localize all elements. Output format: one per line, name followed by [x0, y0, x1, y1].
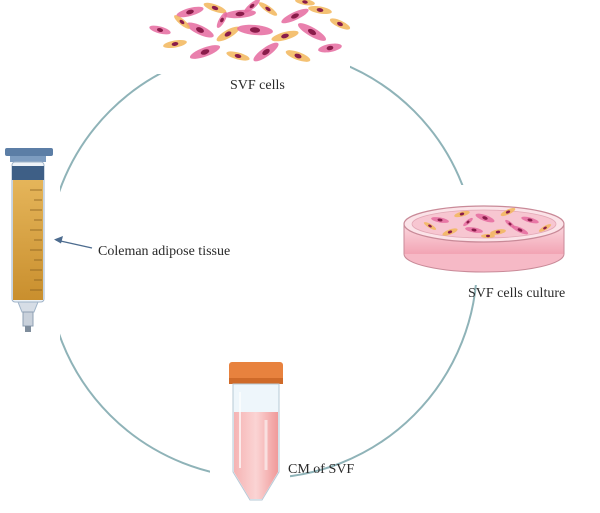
cell-shape — [318, 43, 342, 53]
cell-shape — [226, 51, 250, 61]
cell-shape — [511, 225, 529, 235]
conical-tube-icon — [229, 362, 283, 501]
label-coleman-adipose-tissue: Coleman adipose tissue — [98, 244, 231, 259]
cell-shape — [297, 23, 327, 41]
cell-shape — [454, 210, 470, 218]
cell-shape — [253, 42, 279, 62]
cell-shape — [271, 30, 299, 42]
cell-shape — [329, 18, 351, 30]
cell-shape — [465, 227, 483, 233]
cell-shape — [505, 219, 515, 229]
cell-shape — [423, 222, 437, 230]
cell-shape — [149, 25, 171, 35]
syringe-icon — [5, 148, 53, 332]
cell-shape — [203, 2, 227, 14]
svf-cells-illustration — [149, 0, 351, 62]
cell-shape — [431, 217, 449, 223]
cell-shape — [442, 228, 458, 236]
cell-shape — [295, 0, 315, 6]
petri-dish-icon — [403, 205, 565, 273]
cell-shape — [285, 50, 311, 62]
cell-shape — [163, 39, 187, 49]
cell-shape — [244, 0, 260, 13]
cell-shape — [463, 217, 473, 227]
label-svf-cells: SVF cells — [230, 78, 285, 93]
arrow-icon — [54, 236, 93, 249]
cell-shape — [475, 213, 495, 223]
cell-shape — [174, 15, 190, 29]
cell-shape — [237, 24, 273, 36]
cell-shape — [521, 216, 539, 224]
cell-shape — [258, 2, 278, 16]
dish-cells — [423, 207, 552, 238]
cell-shape — [189, 45, 221, 59]
cell-shape — [490, 229, 506, 235]
cell-shape — [216, 26, 240, 42]
cell-shape — [176, 6, 204, 18]
cell-shape — [281, 8, 309, 24]
cell-shape — [186, 22, 214, 38]
label-svf-cells-culture: SVF cells culture — [468, 286, 566, 301]
cell-shape — [308, 5, 332, 15]
cell-shape — [538, 224, 552, 232]
cell-shape — [216, 12, 228, 28]
cell-shape — [500, 207, 516, 217]
label-cm-of-svf: CM of SVF — [288, 462, 355, 477]
cell-shape — [481, 234, 495, 238]
